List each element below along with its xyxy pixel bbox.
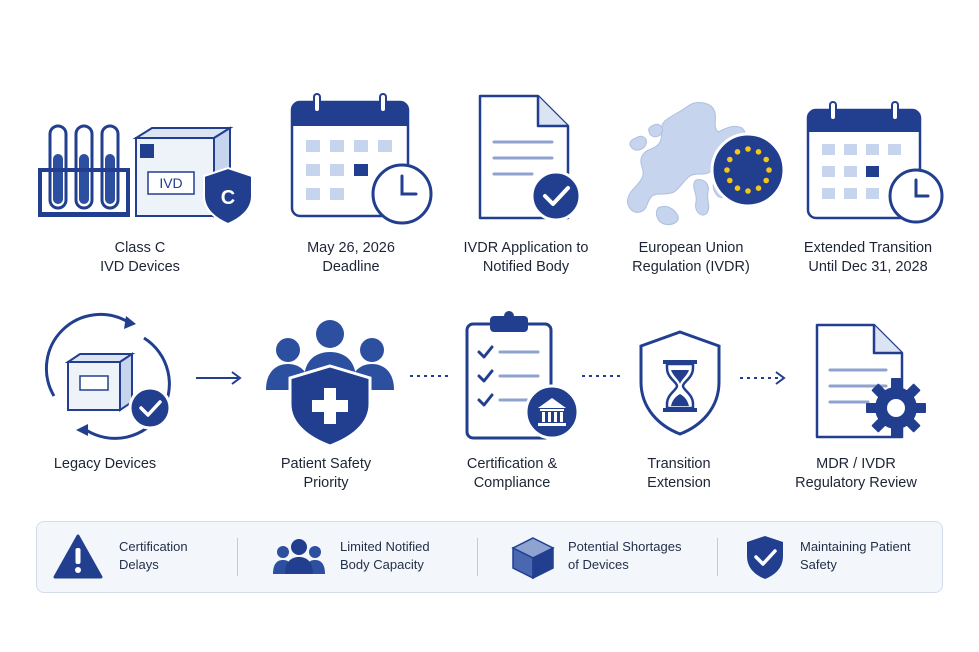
- document-gear-icon: [815, 323, 926, 439]
- class-c-caption: Class C IVD Devices: [40, 239, 240, 277]
- challenge-line-2: Body Capacity: [340, 557, 424, 572]
- caption-line-1: May 26, 2026: [307, 240, 395, 256]
- cube-icon: [511, 537, 555, 580]
- european-union-item: [618, 98, 788, 228]
- deadline-caption: May 26, 2026 Deadline: [251, 239, 451, 277]
- caption-line-1: Extended Transition: [803, 240, 933, 256]
- divider: [237, 538, 238, 576]
- challenge-text: Maintaining Patient Safety: [800, 538, 911, 574]
- caption-line-1: European Union: [638, 240, 744, 256]
- caption-line-1: IVDR Application to: [463, 240, 589, 256]
- challenge-line-2: Safety: [800, 557, 837, 572]
- document-check-icon: [478, 94, 582, 222]
- legacy-devices-caption: Legacy Devices: [5, 455, 205, 474]
- ivdr-application-caption: IVDR Application to Notified Body: [426, 239, 626, 277]
- caption-line-2: Regulatory Review: [795, 475, 917, 491]
- shield-letter: C: [221, 187, 235, 209]
- caption-line-1: Transition: [647, 456, 711, 472]
- challenge-certification-delays: Certification Delays: [53, 522, 243, 592]
- challenge-line-1: Limited Notified: [340, 539, 430, 554]
- calendar-clock-icon: [290, 93, 433, 225]
- european-union-caption: European Union Regulation (IVDR): [591, 239, 791, 277]
- regulatory-review-item: [814, 322, 929, 442]
- flow-connector-dotted: [410, 375, 450, 377]
- extended-transition-item: [806, 100, 946, 226]
- challenge-patient-safety: Maintaining Patient Safety: [745, 522, 935, 592]
- ivdr-application-item: [476, 92, 586, 224]
- flow-arrow-solid: [196, 371, 242, 385]
- eu-stars: [724, 146, 772, 194]
- eu-map-flag-icon: [627, 102, 786, 225]
- people-icon: [273, 539, 325, 574]
- caption-line-2: Notified Body: [482, 259, 570, 275]
- calendar-clock-icon: [806, 101, 944, 224]
- shield-hourglass-icon: [639, 330, 721, 436]
- patient-safety-item: [266, 318, 396, 448]
- challenge-text: Potential Shortages of Devices: [568, 538, 681, 574]
- caption-line-2: Regulation (IVDR): [632, 259, 750, 275]
- challenge-device-shortages: Potential Shortages of Devices: [511, 522, 721, 592]
- caption-line-1: Certification &: [466, 456, 558, 472]
- challenge-text: Certification Delays: [119, 538, 188, 574]
- patient-safety-caption: Patient Safety Priority: [226, 455, 426, 493]
- caption-line-1: MDR / IVDR: [816, 456, 896, 472]
- shield-check-icon: [747, 536, 783, 579]
- test-tubes-box-shield-icon: IVD C: [38, 124, 253, 226]
- warning-icon: [53, 534, 103, 579]
- flow-arrow-dotted: [740, 371, 786, 385]
- divider: [717, 538, 718, 576]
- challenge-line-2: of Devices: [568, 557, 629, 572]
- extended-transition-caption: Extended Transition Until Dec 31, 2028: [768, 239, 968, 277]
- caption-line-2: Deadline: [322, 259, 380, 275]
- class-c-ivd-devices-item: IVD C: [36, 120, 256, 230]
- transition-extension-caption: Transition Extension: [579, 455, 779, 493]
- transition-extension-item: [637, 330, 723, 438]
- caption-line-2: IVD Devices: [100, 259, 180, 275]
- caption-line-1: Patient Safety: [280, 456, 372, 472]
- caption-line-2: Until Dec 31, 2028: [808, 259, 928, 275]
- divider: [477, 538, 478, 576]
- challenge-line-2: Delays: [119, 557, 159, 572]
- challenge-text: Limited Notified Body Capacity: [340, 538, 430, 574]
- deadline-item: [290, 92, 435, 227]
- caption-line-1: Class C: [114, 240, 166, 256]
- cycle-box-check-icon: [44, 312, 172, 440]
- caption-line-2: Compliance: [473, 475, 551, 491]
- people-shield-cross-icon: [266, 320, 394, 448]
- certification-item: [464, 311, 584, 444]
- caption-line-2: Extension: [647, 475, 711, 491]
- challenge-limited-capacity: Limited Notified Body Capacity: [273, 522, 473, 592]
- caption-line-2: Priority: [303, 475, 349, 491]
- box-label: IVD: [159, 175, 182, 191]
- regulatory-review-caption: MDR / IVDR Regulatory Review: [756, 455, 956, 493]
- caption-line-1: Legacy Devices: [53, 456, 157, 472]
- challenge-line-1: Certification: [119, 539, 188, 554]
- legacy-devices-item: [40, 312, 175, 441]
- challenges-panel: Certification Delays Limited Notified Bo…: [36, 521, 943, 593]
- challenge-line-1: Maintaining Patient: [800, 539, 911, 554]
- challenge-line-1: Potential Shortages: [568, 539, 682, 554]
- flow-connector-dotted: [582, 375, 622, 377]
- certification-caption: Certification & Compliance: [412, 455, 612, 493]
- clipboard-building-icon: [465, 311, 580, 440]
